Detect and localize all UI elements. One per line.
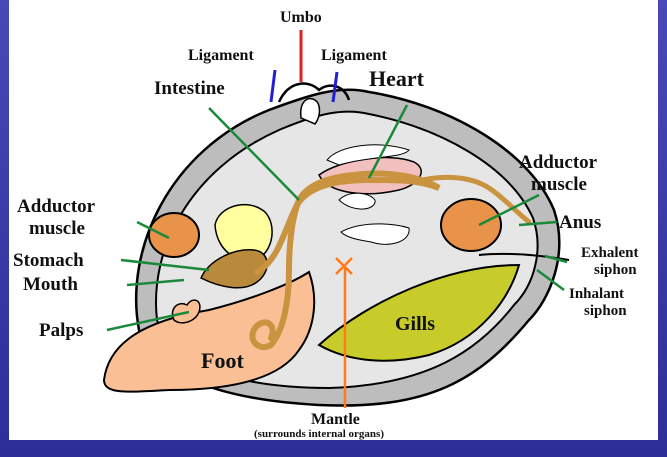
label-umbo: Umbo — [280, 9, 322, 26]
label-foot: Foot — [201, 348, 244, 373]
label-adductor-right-1: Adductor — [519, 152, 598, 173]
label-inhalant-2: siphon — [584, 303, 627, 319]
label-adductor-left-1: Adductor — [17, 196, 96, 217]
label-adductor-left-2: muscle — [29, 218, 85, 239]
label-inhalant-1: Inhalant — [569, 286, 624, 302]
label-anus: Anus — [559, 212, 601, 233]
label-intestine: Intestine — [154, 78, 225, 99]
label-mouth: Mouth — [23, 274, 78, 295]
clam-anatomy-diagram: Umbo Ligament Ligament Intestine Heart A… — [9, 0, 658, 440]
label-ligament-left: Ligament — [188, 47, 254, 64]
adductor-muscle-left — [149, 213, 199, 257]
label-exhalent-1: Exhalent — [581, 245, 639, 261]
label-mantle-note: (surrounds internal organs) — [254, 428, 384, 440]
label-adductor-right-2: muscle — [531, 174, 587, 195]
label-palps: Palps — [39, 320, 83, 341]
label-heart: Heart — [369, 66, 425, 91]
label-ligament-right: Ligament — [321, 47, 387, 64]
label-exhalent-2: siphon — [594, 262, 637, 278]
label-mantle: Mantle — [311, 411, 360, 428]
label-stomach: Stomach — [13, 250, 84, 271]
ligament-left-line — [271, 70, 275, 102]
adductor-muscle-right — [441, 199, 501, 251]
label-gills: Gills — [395, 313, 435, 335]
